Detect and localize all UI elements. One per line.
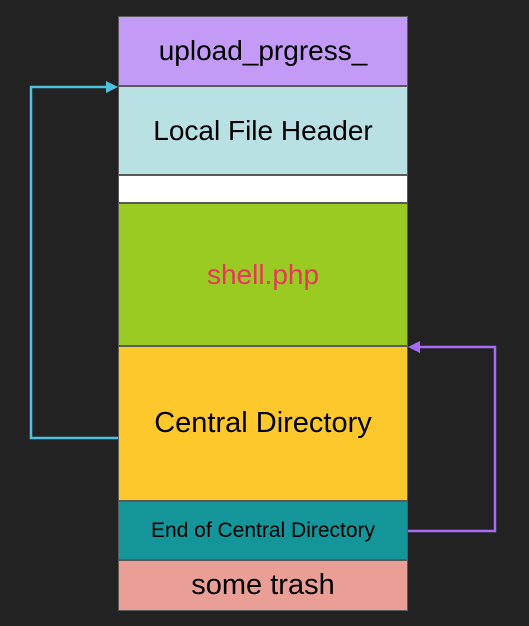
arrowhead-eocd-to-cd: [408, 341, 420, 353]
block-end-of-central-directory: End of Central Directory: [118, 501, 408, 560]
arrowhead-cd-to-lfh: [106, 81, 118, 93]
arrow-cd-to-lfh: [29, 85, 118, 440]
block-central-directory: Central Directory: [118, 346, 408, 501]
block-local-file-header: Local File Header: [118, 86, 408, 175]
arrow-eocd-to-cd: [408, 345, 497, 533]
block-upload-progress: upload_prgress_: [118, 16, 408, 86]
block-shell-php: shell.php: [118, 203, 408, 346]
block-some-trash: some trash: [118, 560, 408, 611]
block-gap: [118, 175, 408, 203]
